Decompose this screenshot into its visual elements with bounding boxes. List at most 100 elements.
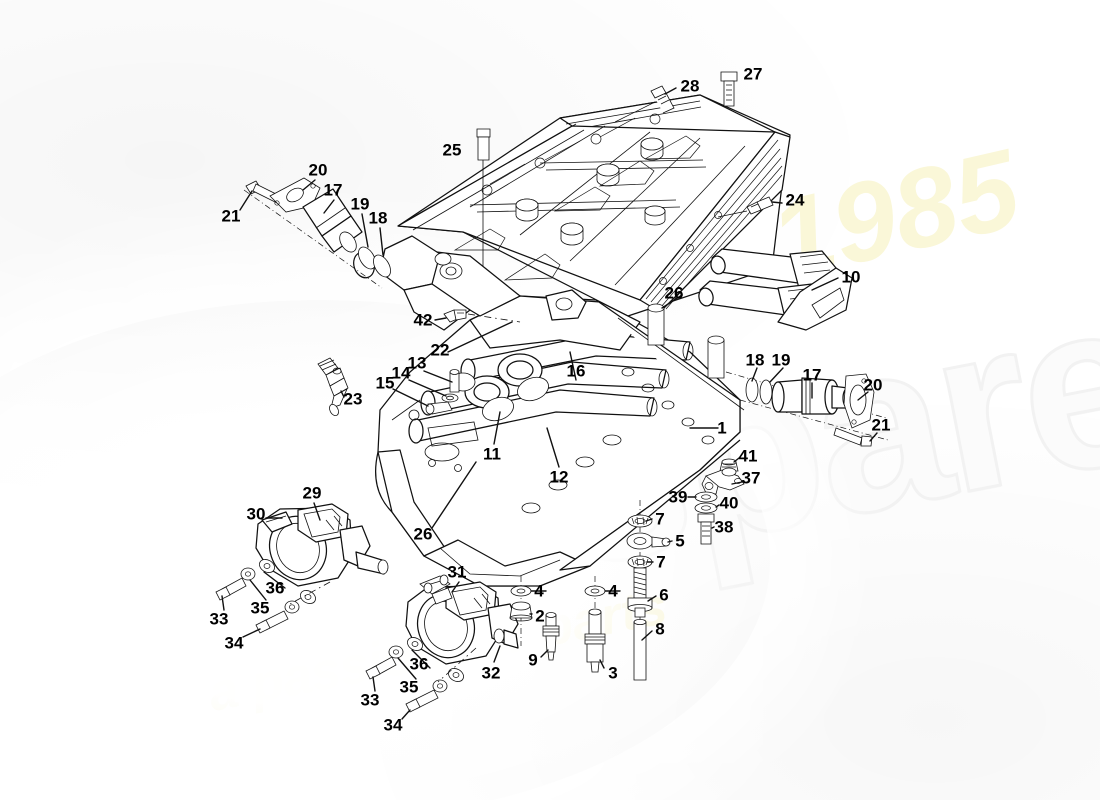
- callout-27[interactable]: 27: [743, 64, 763, 84]
- leader-36b: [411, 649, 431, 669]
- ref-24: [717, 210, 748, 218]
- washer-5: [626, 532, 671, 550]
- washer-19b: [759, 379, 773, 405]
- leader-18a: [379, 227, 384, 256]
- plenum-boss: [560, 222, 584, 246]
- callout-9[interactable]: 9: [528, 650, 538, 670]
- callout-32[interactable]: 32: [481, 663, 501, 683]
- manifold-mount-eye: [434, 252, 452, 266]
- leader-32: [493, 645, 501, 663]
- callout-10[interactable]: 10: [841, 267, 861, 287]
- leader-33a: [221, 595, 225, 611]
- callout-17b[interactable]: 17: [802, 365, 822, 385]
- leader-12: [546, 427, 560, 468]
- callout-14[interactable]: 14: [391, 363, 411, 383]
- leader-19a: [361, 213, 369, 248]
- callout-4a[interactable]: 4: [534, 581, 544, 601]
- leader-19b: [769, 367, 784, 383]
- leader-18b: [751, 367, 758, 382]
- bolt-38: [697, 513, 715, 545]
- callout-19b[interactable]: 19: [771, 350, 791, 370]
- callout-39[interactable]: 39: [668, 487, 688, 507]
- plenum-boss: [515, 198, 539, 222]
- callout-31[interactable]: 31: [447, 562, 467, 582]
- bolt-27-part: [720, 71, 738, 107]
- leader-6: [647, 595, 657, 602]
- washer-35d: [432, 679, 448, 693]
- callout-41[interactable]: 41: [738, 446, 758, 466]
- callout-4b[interactable]: 4: [608, 581, 618, 601]
- callout-24[interactable]: 24: [785, 190, 805, 210]
- callout-42[interactable]: 42: [413, 310, 433, 330]
- callout-35a[interactable]: 35: [250, 598, 270, 618]
- callout-7a[interactable]: 7: [655, 509, 665, 529]
- callout-30[interactable]: 30: [246, 504, 266, 524]
- bolt-21b: [833, 427, 873, 447]
- callout-40[interactable]: 40: [719, 493, 739, 513]
- leader-11: [493, 411, 501, 445]
- leader-37: [731, 481, 743, 485]
- callout-16[interactable]: 16: [566, 361, 586, 381]
- spark-plug-3: [584, 608, 606, 673]
- callout-34a[interactable]: 34: [224, 633, 244, 653]
- stud-6: [627, 567, 653, 618]
- callout-7b[interactable]: 7: [656, 552, 666, 572]
- manifold-mount-eye: [439, 262, 463, 280]
- callout-2[interactable]: 2: [535, 606, 545, 626]
- callout-21b[interactable]: 21: [871, 415, 891, 435]
- washer-7a: [627, 514, 653, 528]
- leader-9: [540, 649, 549, 658]
- sensor-body-17b: [771, 377, 854, 415]
- plenum-cover-part: [397, 94, 791, 317]
- leader-28: [664, 87, 677, 95]
- callout-22[interactable]: 22: [430, 340, 450, 360]
- ref-28: [614, 101, 656, 123]
- washer-35b: [284, 600, 300, 614]
- leader-15: [392, 388, 429, 407]
- washer-18b: [745, 377, 759, 403]
- tube-8: [633, 619, 647, 681]
- callout-3[interactable]: 3: [608, 663, 618, 683]
- callout-6[interactable]: 6: [659, 585, 669, 605]
- callout-34b[interactable]: 34: [383, 715, 403, 735]
- callout-28[interactable]: 28: [680, 76, 700, 96]
- washer-4b: [584, 585, 606, 597]
- washer-35c: [388, 645, 404, 659]
- left-sensor-assembly-part: [243, 177, 391, 289]
- callout-20a[interactable]: 20: [308, 160, 328, 180]
- callout-35b[interactable]: 35: [399, 677, 419, 697]
- leader-24: [771, 201, 783, 204]
- callout-15[interactable]: 15: [375, 373, 395, 393]
- callout-1[interactable]: 1: [717, 418, 727, 438]
- callout-36b[interactable]: 36: [409, 654, 429, 674]
- callout-36a[interactable]: 36: [265, 578, 285, 598]
- callout-29[interactable]: 29: [302, 483, 322, 503]
- callout-18a[interactable]: 18: [368, 208, 388, 228]
- callout-26b[interactable]: 26: [413, 524, 433, 544]
- plenum-boss: [640, 137, 664, 161]
- leader-22: [447, 321, 513, 353]
- callout-23[interactable]: 23: [343, 389, 363, 409]
- callout-33a[interactable]: 33: [209, 609, 229, 629]
- callout-20b[interactable]: 20: [863, 375, 883, 395]
- callout-18b[interactable]: 18: [745, 350, 765, 370]
- callout-13[interactable]: 13: [407, 353, 427, 373]
- leader-3: [599, 659, 605, 669]
- callout-25[interactable]: 25: [442, 140, 462, 160]
- callout-38[interactable]: 38: [714, 517, 734, 537]
- leader-5: [667, 540, 673, 543]
- callout-37[interactable]: 37: [741, 468, 761, 488]
- plenum-boss: [596, 163, 620, 187]
- stud-24-part: [746, 196, 774, 215]
- manifold-bolt-holes: [521, 367, 715, 514]
- callout-21a[interactable]: 21: [221, 206, 241, 226]
- callout-26a[interactable]: 26: [664, 283, 684, 303]
- callout-19a[interactable]: 19: [350, 194, 370, 214]
- callout-33b[interactable]: 33: [360, 690, 380, 710]
- callout-8[interactable]: 8: [655, 619, 665, 639]
- callout-12[interactable]: 12: [549, 467, 569, 487]
- callout-11[interactable]: 11: [483, 444, 501, 464]
- manifold-port: [482, 396, 514, 422]
- callout-17a[interactable]: 17: [323, 180, 343, 200]
- callout-5[interactable]: 5: [675, 531, 685, 551]
